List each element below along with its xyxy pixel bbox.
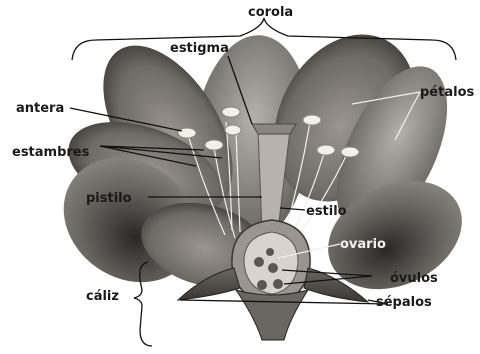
label-estambres: estambres [12, 145, 90, 160]
anther [341, 147, 359, 157]
label-sepalos: sépalos [376, 295, 432, 310]
label-caliz: cáliz [86, 289, 119, 304]
anther [205, 140, 223, 150]
label-corola: corola [248, 5, 293, 20]
label-estilo: estilo [306, 204, 347, 219]
anther [225, 125, 241, 135]
stigma [252, 124, 296, 134]
anther [178, 128, 196, 138]
label-pistilo: pistilo [86, 191, 132, 206]
anther [303, 115, 321, 125]
label-estigma: estigma [170, 41, 229, 56]
label-ovulos: óvulos [390, 271, 438, 286]
ovule [254, 257, 264, 267]
ovule [273, 279, 283, 289]
ovule [257, 280, 267, 290]
label-petalos: pétalos [420, 85, 474, 100]
ovule [268, 263, 278, 273]
anther [222, 107, 240, 117]
anther [317, 145, 335, 155]
ovule [266, 248, 274, 256]
label-antera: antera [16, 101, 64, 116]
receptacle [236, 290, 308, 340]
label-ovario: ovario [340, 237, 386, 252]
